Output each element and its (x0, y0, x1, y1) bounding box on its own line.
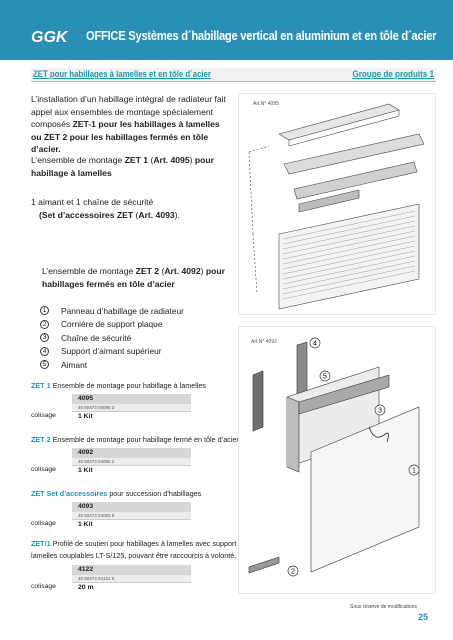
legend-item: 3 Chaîne de sécurité (40, 331, 230, 344)
parts-legend: 1 Panneau d’habillage de radiateur 2 Corni… (40, 304, 230, 372)
article-table: 4095 40 50473 04095 3 colisage 1 Kit (31, 394, 191, 421)
legend-item: 4 Support d’aimant supérieur (40, 345, 230, 358)
packaging-label: colisage (31, 583, 56, 590)
svg-text:1: 1 (412, 468, 416, 475)
callout-5: 5 (319, 370, 331, 382)
article-number: 4095 (72, 394, 191, 404)
legend-number: 3 (40, 333, 49, 342)
svg-text:5: 5 (323, 374, 327, 381)
legend-text: Chaîne de sécurité (61, 332, 132, 343)
figure-zet1-assembly: Art.N° 4095 (238, 93, 436, 315)
ean-code: 40 50473 04095 3 (72, 404, 191, 411)
legend-text: Panneau d’habillage de radiateur (61, 305, 184, 316)
article-table: 4093 40 50473 04093 9 colisage 1 Kit (31, 502, 191, 529)
page-title: OFFICE Systèmes d´habillage vertical en … (86, 28, 437, 43)
article-table: 4092 40 50473 04092 2 colisage 1 Kit (31, 448, 191, 475)
zet2-description: L’ensemble de montage ZET 2 (Art. 4092) … (42, 266, 225, 289)
section-title: ZET pour habillages à lamelles et en tôl… (33, 69, 211, 80)
legend-text: Aimant (61, 359, 88, 370)
callout-2: 2 (287, 565, 299, 577)
zet1-description: L’ensemble de montage ZET 1 (Art. 4095) … (31, 155, 214, 178)
figure-label: Art.N° 4095 (253, 101, 279, 107)
article-heading: ZET 1 Ensemble de montage pour habillage… (31, 381, 207, 390)
legend-item: 1 Panneau d’habillage de radiateur (40, 304, 230, 317)
svg-text:2: 2 (291, 569, 295, 576)
article-number: 4122 (72, 565, 191, 575)
legend-text: Support d’aimant supérieur (61, 346, 162, 356)
legend-number: 4 (40, 346, 49, 356)
article-heading: ZET/1 Profilé de soutien pour habillages… (31, 539, 251, 560)
article-heading: ZET Set d’accessoires pour succession d’… (31, 489, 202, 498)
product-group: Groupe de produits 1 (352, 69, 434, 80)
ean-code: 40 50473 04122 6 (72, 575, 191, 582)
figure-label: Art.N° 4092 (251, 339, 277, 345)
legend-number: 2 (40, 319, 49, 329)
zet2-exploded-drawing (248, 341, 420, 574)
article-heading: ZET 2 Ensemble de montage pour habillage… (31, 435, 239, 444)
svg-text:4: 4 (313, 341, 317, 348)
section-bar: ZET pour habillages à lamelles et en tôl… (31, 68, 436, 82)
callout-1: 1 (408, 464, 420, 476)
packaging-value: 1 Kit (72, 519, 191, 529)
article-number: 4093 (72, 502, 191, 512)
figure-zet2-assembly: Art.N° 4092 4 5 3 1 2 (238, 326, 436, 594)
packaging-value: 1 Kit (72, 411, 191, 421)
zet1-exploded-drawing (248, 103, 425, 310)
callout-3: 3 (374, 404, 386, 416)
callout-4: 4 (309, 337, 321, 349)
page-number: 25 (418, 612, 429, 622)
ean-code: 40 50473 04092 2 (72, 458, 191, 465)
legend-text: Cornière de support plaque (61, 319, 163, 329)
accessory-description: 1 aimant et 1 chaîne de sécurité (Set d’… (31, 197, 180, 220)
legend-item: 2 Cornière de support plaque (40, 318, 230, 331)
svg-text:3: 3 (378, 408, 382, 415)
page-header: GGK OFFICE Systèmes d´habillage vertical… (0, 0, 453, 60)
legend-number: 1 (40, 306, 49, 315)
packaging-value: 20 m (72, 582, 191, 592)
packaging-value: 1 Kit (72, 465, 191, 475)
footnote: Sous réserve de modifications (350, 604, 417, 610)
packaging-label: colisage (31, 520, 56, 527)
ggk-logo: GGK (31, 29, 69, 44)
svg-text:GGK: GGK (31, 29, 69, 44)
article-table: 4122 40 50473 04122 6 colisage 20 m (31, 565, 191, 592)
packaging-label: colisage (31, 412, 56, 419)
legend-item: 5 Aimant (40, 358, 230, 371)
article-number: 4092 (72, 448, 191, 458)
packaging-label: colisage (31, 466, 56, 473)
intro-paragraph: L’installation d’un habillage intégral d… (31, 94, 226, 154)
legend-number: 5 (40, 360, 49, 369)
ean-code: 40 50473 04093 9 (72, 512, 191, 519)
